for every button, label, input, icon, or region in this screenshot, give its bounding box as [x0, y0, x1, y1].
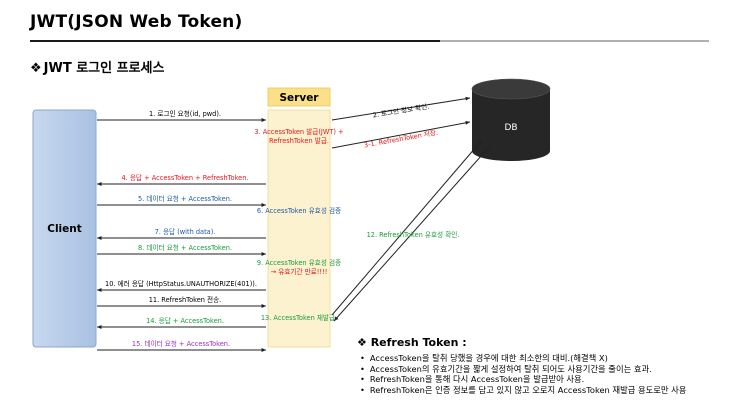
- db-actor: DB: [471, 78, 551, 161]
- label-msg-1: 1. 로그인 요청(id, pwd).: [149, 109, 221, 118]
- label-msg-3-line2: RefreshToken 발급.: [269, 136, 329, 145]
- client-actor: Client: [32, 109, 97, 348]
- label-msg-9-line2: → 유효기간 만료!!!!: [271, 267, 328, 276]
- list-item: AccessToken을 탈취 당했을 경우에 대한 최소한의 대비.(해결책 …: [360, 353, 725, 364]
- client-label: Client: [47, 223, 82, 235]
- diamond-bullet-icon: ❖: [30, 61, 42, 76]
- label-msg-11: 11. RefreshToken 전송.: [149, 295, 222, 304]
- arrow-msg-2: [331, 96, 471, 121]
- label-msg-4: 4. 응답 + AccessToken + RefreshToken.: [121, 174, 248, 182]
- server-label: Server: [279, 92, 319, 104]
- list-item: RefreshToken을 통해 다시 AccessToken을 발급받아 사용…: [360, 374, 725, 385]
- label-msg-9-line1: 9. AccessToken 유효성 검증: [257, 258, 341, 267]
- label-msg-13: 13. AccessToken 재발급.: [261, 313, 337, 322]
- label-msg-10: 10. 에러 응답 (HttpStatus.UNAUTHORIZE(401)).: [105, 279, 257, 288]
- list-item: AccessToken의 유효기간을 짧게 설정하여 탈취 되어도 사용기간을 …: [360, 364, 725, 375]
- message-arrows: [97, 96, 491, 352]
- section-title: ❖JWT 로그인 프로세스: [30, 57, 164, 76]
- label-msg-2: 2. 로그인 정보 확인.: [372, 102, 430, 120]
- arrow-msg-12-b: [333, 145, 491, 322]
- label-msg-3-line1: 3. AccessToken 발급(JWT) +: [254, 127, 343, 136]
- label-msg-14: 14. 응답 + AccessToken.: [146, 317, 224, 325]
- arrow-msg-12-a: [331, 139, 483, 316]
- refresh-token-notes: AccessToken을 탈취 당했을 경우에 대한 최소한의 대비.(해결책 …: [360, 353, 725, 395]
- section-title-text: JWT 로그인 프로세스: [43, 61, 165, 76]
- arrow-msg-3-1: [331, 120, 471, 149]
- label-msg-7: 7. 응답 (with data).: [155, 228, 216, 236]
- label-msg-12: 12. RefreshToken 유효성 확인.: [367, 230, 460, 239]
- label-msg-8: 8. 데이터 요청 + AccessToken.: [138, 243, 232, 252]
- label-msg-6: 6. AccessToken 유효성 검증: [257, 206, 341, 215]
- db-label: DB: [504, 123, 517, 133]
- title-divider: [30, 40, 440, 42]
- list-item: RefreshToken은 인증 정보를 담고 있지 않고 오로지 Access…: [360, 385, 725, 396]
- refresh-token-title: ❖ Refresh Token :: [357, 336, 467, 349]
- label-msg-5: 5. 데이터 요청 + AccessToken.: [138, 194, 232, 203]
- server-actor: Server: [267, 87, 331, 348]
- title-divider-extension: [440, 40, 709, 42]
- page-title: JWT(JSON Web Token): [30, 12, 243, 32]
- label-msg-15: 15. 데이터 요청 + AccessToken.: [132, 339, 230, 348]
- label-msg-3-1: 3-1. RefreshToken 저장.: [363, 128, 438, 150]
